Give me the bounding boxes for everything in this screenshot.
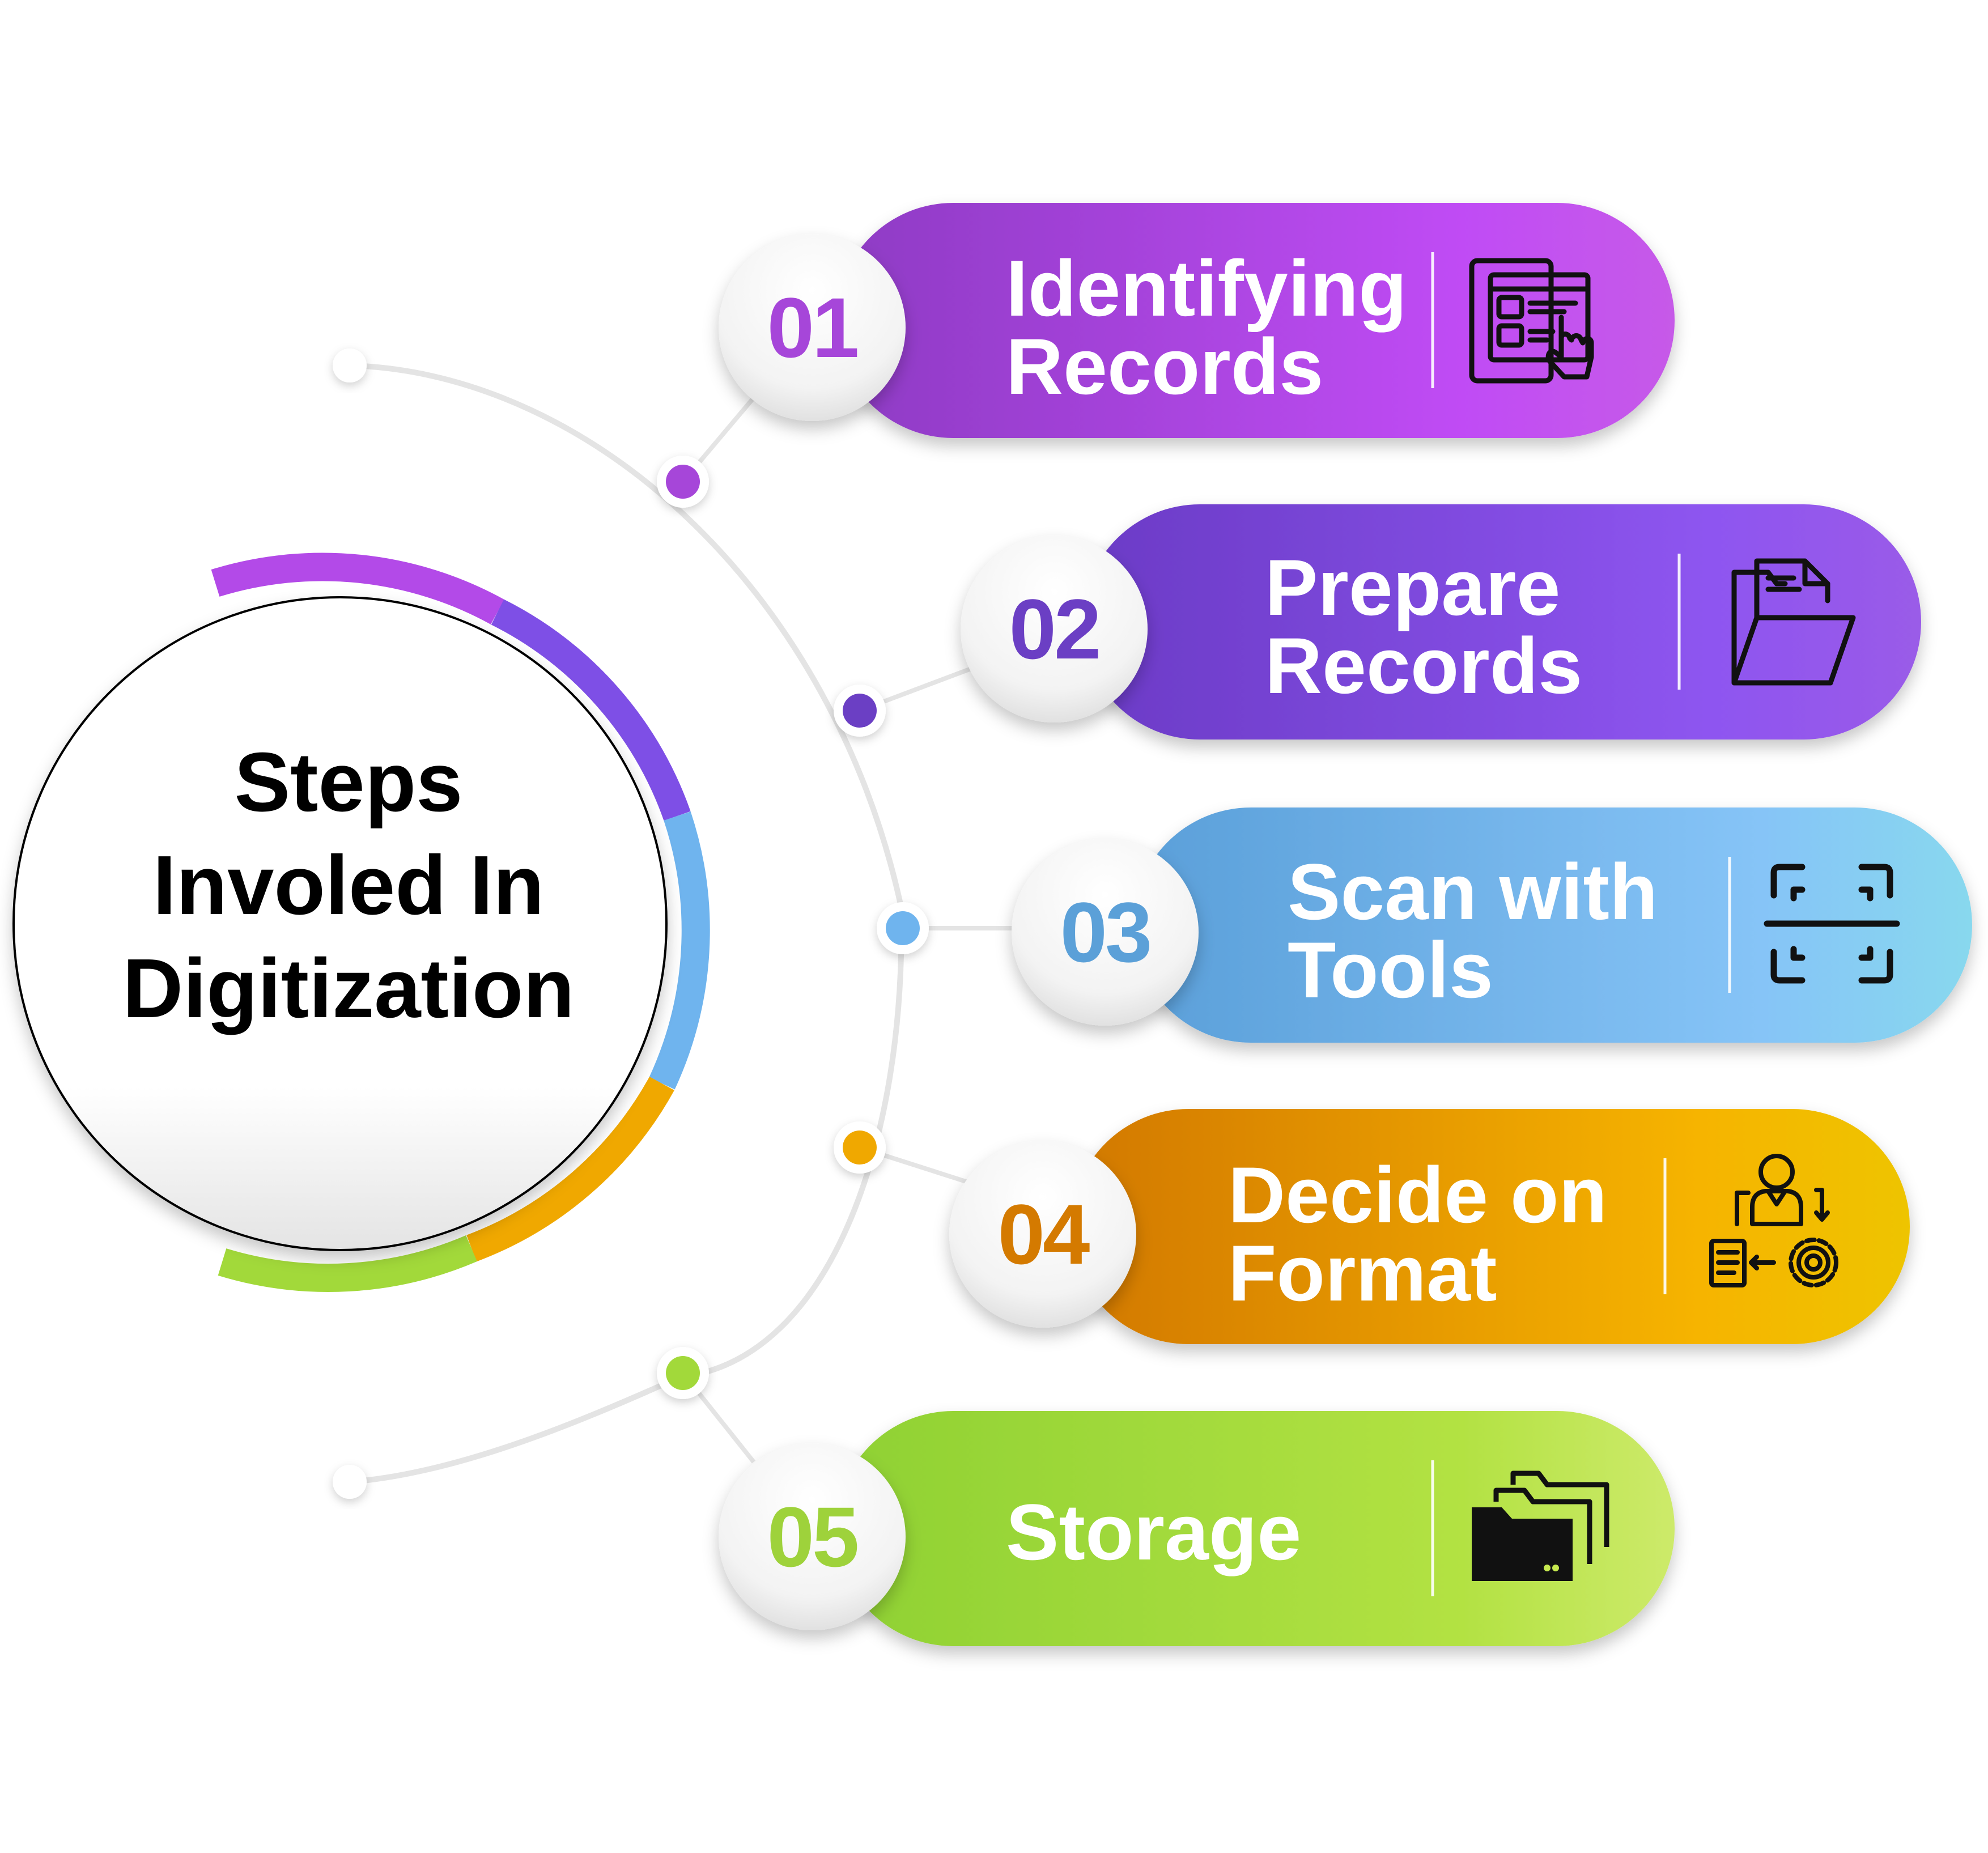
ring-segment-blue — [649, 811, 710, 1090]
number-circle-02 — [961, 536, 1148, 722]
step-label-01: Identifying Records — [1006, 249, 1407, 406]
pill-05 — [836, 1411, 1675, 1646]
hub-circle — [12, 596, 668, 1251]
arc-dot-03 — [877, 902, 929, 954]
step-number-01: 01 — [767, 280, 860, 375]
pill-03 — [1133, 808, 1972, 1043]
step-label-01-line-1: Identifying — [1006, 244, 1407, 333]
number-circle-05 — [719, 1443, 906, 1630]
ring-segment-orange — [466, 1076, 674, 1262]
number-circle-04 — [949, 1141, 1136, 1328]
arc-dot-04 — [834, 1121, 886, 1174]
scan-frame-icon — [1764, 864, 1900, 984]
step-label-02-line-2: Records — [1265, 621, 1583, 710]
arc-dot-01 — [657, 456, 709, 508]
document-click-icon — [1469, 258, 1594, 384]
hub-title-line-1: Steps — [234, 736, 463, 829]
hub-title-line-2: Involed In — [152, 839, 545, 932]
step-label-02: Prepare Records — [1265, 543, 1583, 710]
step-label-04: Decide on Format — [1228, 1150, 1608, 1318]
number-circle-03 — [1012, 839, 1199, 1026]
person-settings-document-icon — [1709, 1154, 1838, 1287]
step-label-03-line-1: Scan with — [1288, 847, 1658, 936]
pill-01 — [836, 203, 1675, 438]
folder-document-icon — [1731, 558, 1856, 686]
step-number-05: 05 — [767, 1489, 860, 1584]
hub-ring — [211, 552, 710, 1292]
pill-02 — [1082, 504, 1921, 740]
hub-title: Steps Involed In Digitization — [17, 731, 680, 1040]
step-number-03: 03 — [1060, 885, 1153, 980]
step-number-02: 02 — [1009, 581, 1102, 677]
folders-icon — [1472, 1470, 1609, 1581]
step-label-04-line-2: Format — [1228, 1229, 1497, 1318]
step-label-01-line-2: Records — [1006, 322, 1324, 411]
step-label-02-line-1: Prepare — [1265, 543, 1561, 632]
ring-segment-green — [218, 1235, 477, 1292]
arc-dot-02 — [834, 685, 886, 737]
step-label-05-line-1: Storage — [1006, 1488, 1302, 1576]
step-label-03-line-2: Tools — [1288, 925, 1493, 1014]
arc-end-bottom — [333, 1465, 367, 1499]
ring-segment-violet — [491, 599, 691, 821]
step-number-04: 04 — [997, 1187, 1090, 1282]
guide-arc — [351, 363, 904, 1485]
pill-04 — [1071, 1109, 1910, 1344]
arc-end-top — [333, 348, 367, 382]
step-label-04-line-1: Decide on — [1228, 1150, 1608, 1239]
hub-title-line-3: Digitization — [122, 942, 575, 1035]
step-label-03: Scan with Tools — [1288, 847, 1658, 1014]
step-label-05: Storage — [1006, 1488, 1302, 1576]
number-circle-01 — [719, 234, 906, 421]
ring-segment-purple — [211, 552, 505, 624]
arc-dot-05 — [657, 1347, 709, 1399]
